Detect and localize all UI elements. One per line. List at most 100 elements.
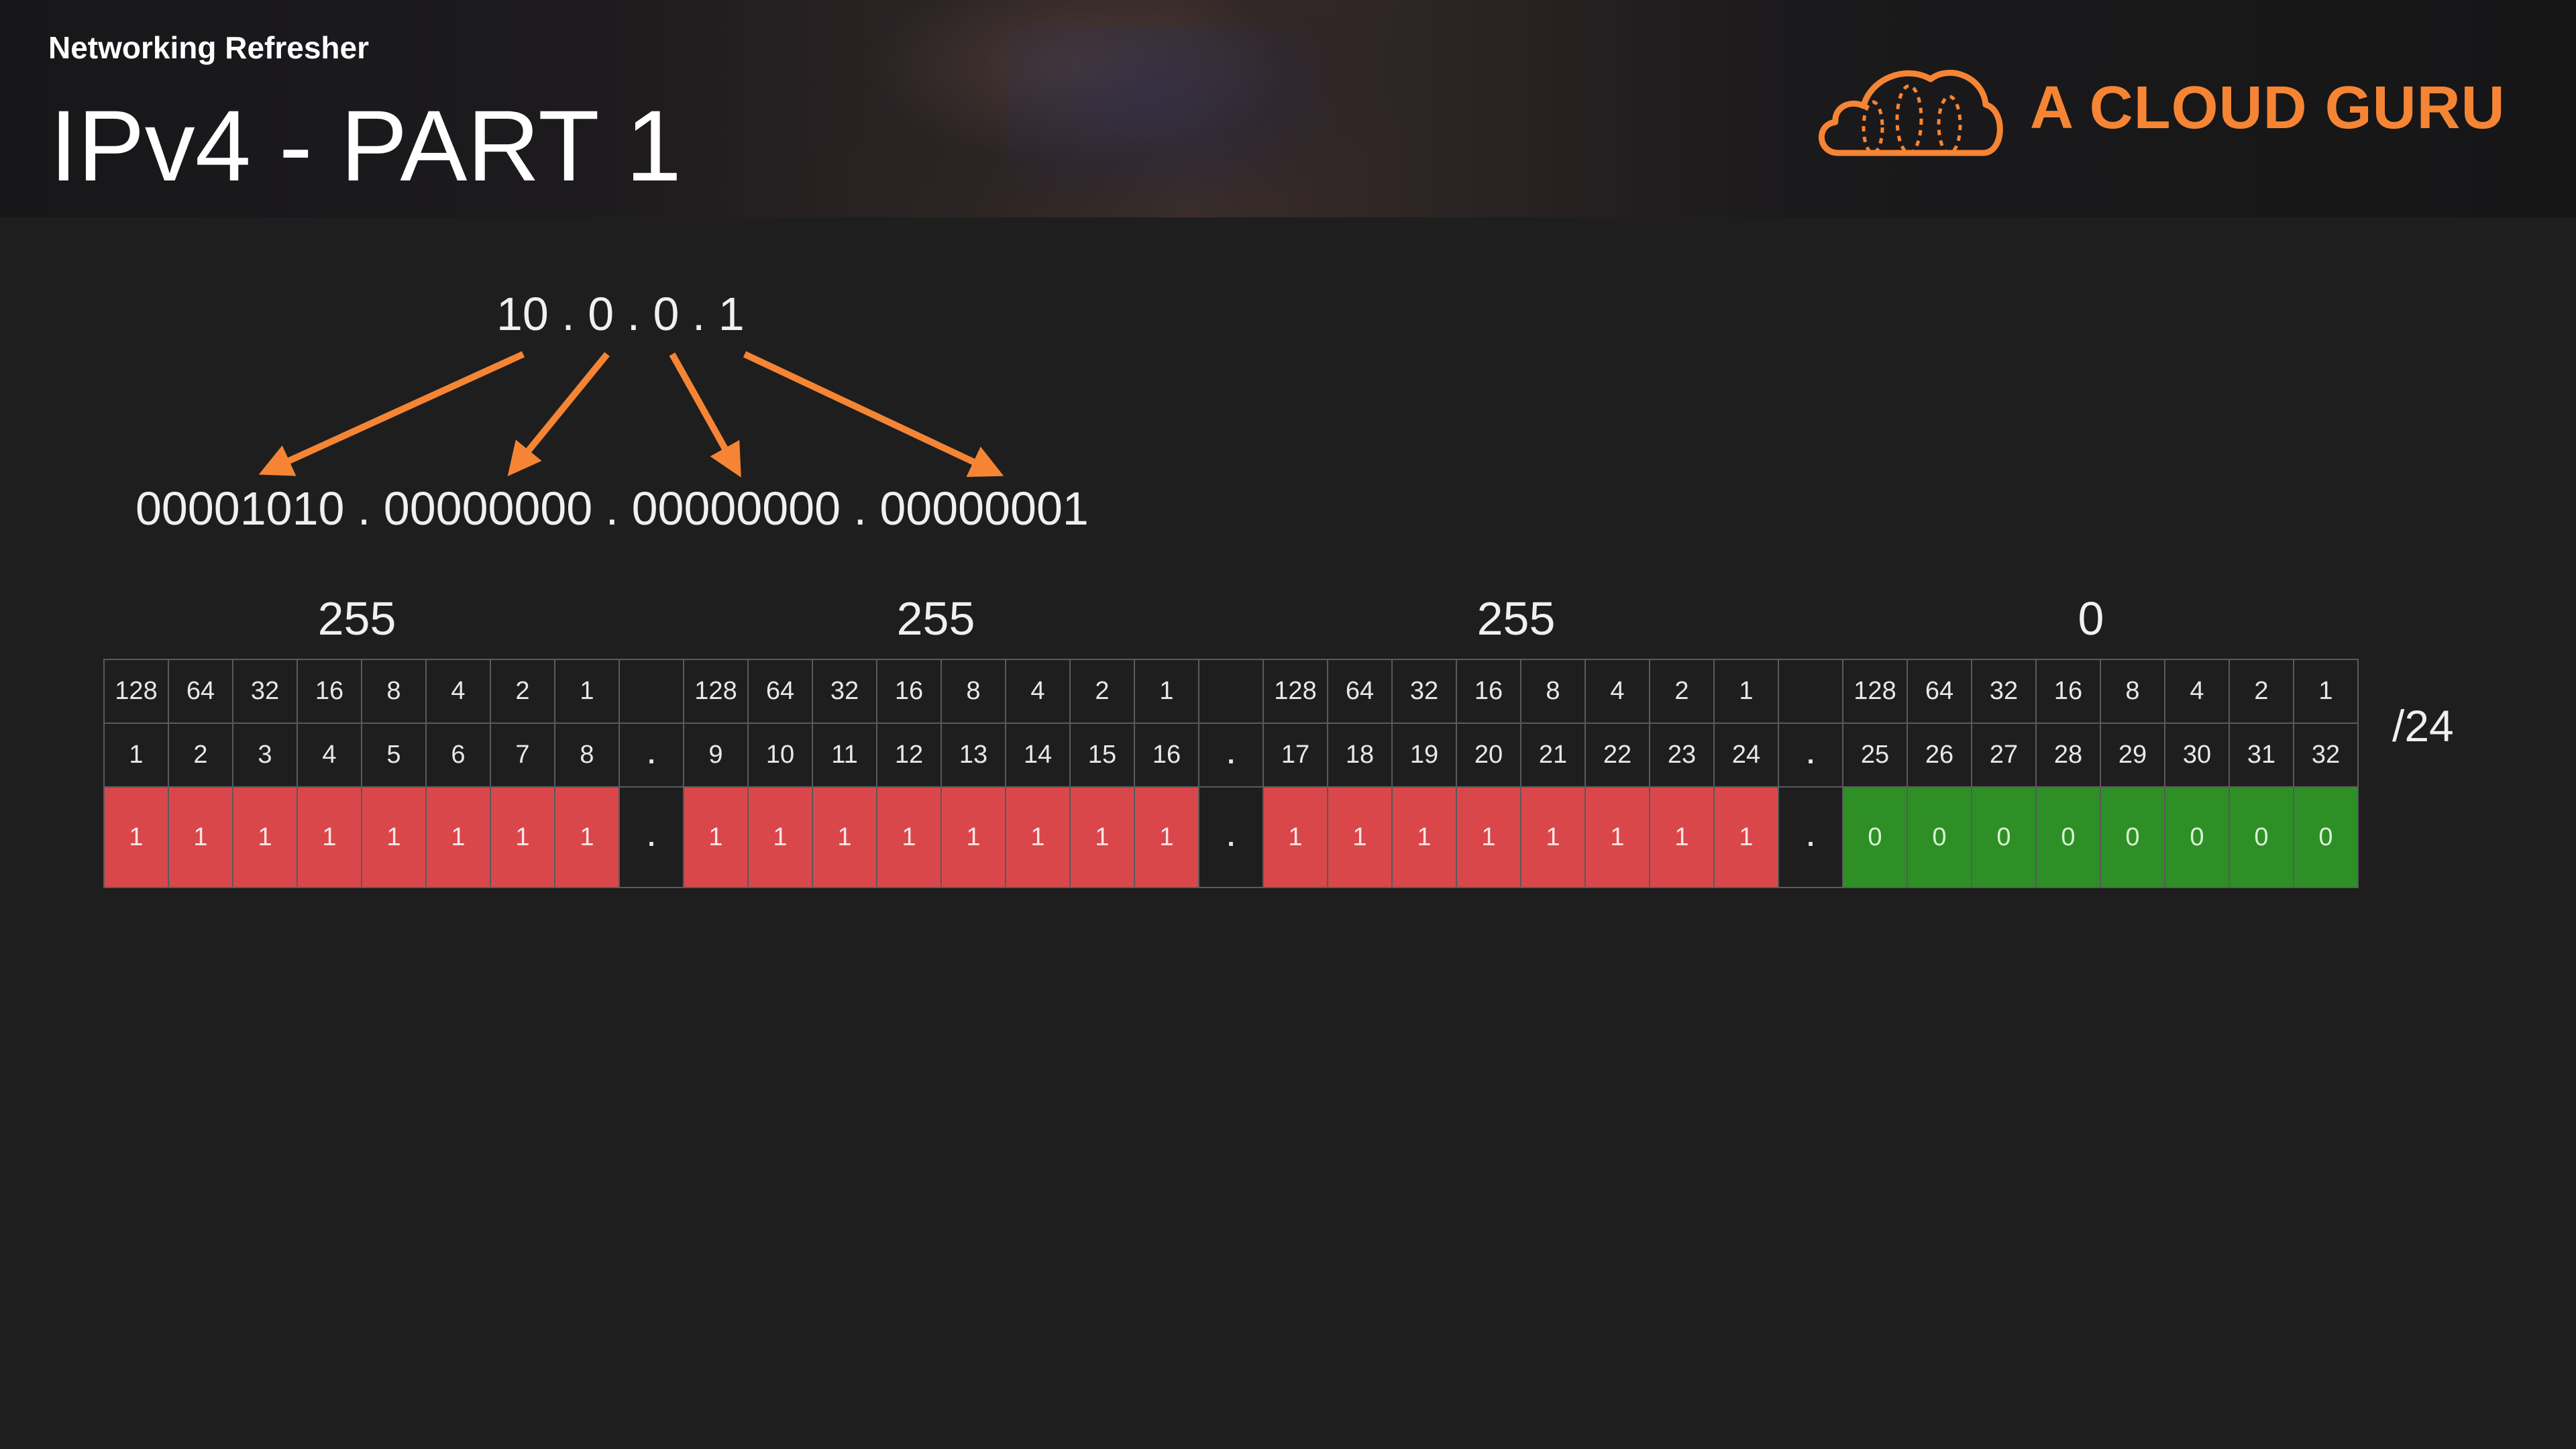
place-value-cell: 1 bbox=[554, 659, 620, 724]
network-bit-cell: 1 bbox=[1069, 786, 1135, 888]
place-value-cell: 128 bbox=[683, 659, 749, 724]
network-bit-cell: 1 bbox=[812, 786, 877, 888]
bit-position-cell: 19 bbox=[1391, 722, 1457, 788]
brand-wordmark: A CLOUD GURU bbox=[2030, 74, 2506, 142]
place-value-cell: 32 bbox=[1971, 659, 2037, 724]
place-value-cell: 1 bbox=[2293, 659, 2359, 724]
network-bit-cell: 1 bbox=[876, 786, 942, 888]
place-value-cell: 64 bbox=[1327, 659, 1393, 724]
place-value-cell: 32 bbox=[1391, 659, 1457, 724]
separator-cell: . bbox=[1778, 722, 1843, 788]
network-bit-cell: 1 bbox=[941, 786, 1006, 888]
bit-position-cell: 17 bbox=[1263, 722, 1328, 788]
octet-label-3: 255 bbox=[1477, 592, 1556, 645]
conversion-arrows bbox=[258, 351, 1004, 478]
place-value-cell: 8 bbox=[941, 659, 1006, 724]
brand-logo: A CLOUD GURU bbox=[1811, 52, 2536, 173]
host-bit-cell: 0 bbox=[2164, 786, 2230, 888]
octet-label-1: 255 bbox=[317, 592, 396, 645]
bit-position-cell: 27 bbox=[1971, 722, 2037, 788]
network-bit-cell: 1 bbox=[683, 786, 749, 888]
network-bit-cell: 1 bbox=[1391, 786, 1457, 888]
separator-cell: . bbox=[1778, 786, 1843, 888]
host-bit-cell: 0 bbox=[2035, 786, 2101, 888]
place-value-cell: 2 bbox=[2229, 659, 2294, 724]
bit-position-cell: 3 bbox=[232, 722, 298, 788]
place-value-cell: 128 bbox=[103, 659, 169, 724]
network-bit-cell: 1 bbox=[361, 786, 427, 888]
bit-position-cell: 1 bbox=[103, 722, 169, 788]
place-value-cell: 16 bbox=[1456, 659, 1521, 724]
ip-decimal: 10 . 0 . 0 . 1 bbox=[496, 288, 745, 340]
bit-position-cell: 26 bbox=[1907, 722, 1972, 788]
bit-position-cell: 16 bbox=[1134, 722, 1199, 788]
place-value-cell: 32 bbox=[812, 659, 877, 724]
host-bit-cell: 0 bbox=[2100, 786, 2165, 888]
place-value-cell: 32 bbox=[232, 659, 298, 724]
separator-cell: . bbox=[619, 786, 684, 888]
bit-position-cell: 21 bbox=[1520, 722, 1586, 788]
bit-position-cell: 9 bbox=[683, 722, 749, 788]
cloud-icon bbox=[1818, 70, 2003, 156]
place-value-cell: 16 bbox=[876, 659, 942, 724]
place-value-cell: 8 bbox=[2100, 659, 2165, 724]
bit-position-cell: 11 bbox=[812, 722, 877, 788]
network-bit-cell: 1 bbox=[1327, 786, 1393, 888]
bit-position-cell: 13 bbox=[941, 722, 1006, 788]
network-bit-cell: 1 bbox=[103, 786, 169, 888]
bit-position-cell: 5 bbox=[361, 722, 427, 788]
bit-position-cell: 28 bbox=[2035, 722, 2101, 788]
bit-position-cell: 8 bbox=[554, 722, 620, 788]
header-banner: Networking Refresher IPv4 - PART 1 A CLO… bbox=[0, 0, 2576, 217]
bit-position-cell: 7 bbox=[490, 722, 555, 788]
network-bit-cell: 1 bbox=[1456, 786, 1521, 888]
bit-position-cell: 25 bbox=[1842, 722, 1908, 788]
octet-label-2: 255 bbox=[896, 592, 975, 645]
place-value-cell: 4 bbox=[1005, 659, 1071, 724]
place-value-cell: 16 bbox=[297, 659, 362, 724]
octet-label-4: 0 bbox=[2078, 592, 2104, 645]
bit-position-cell: 18 bbox=[1327, 722, 1393, 788]
network-bit-cell: 1 bbox=[168, 786, 233, 888]
place-value-cell: 64 bbox=[1907, 659, 1972, 724]
bit-position-cell: 10 bbox=[747, 722, 813, 788]
bit-position-cell: 31 bbox=[2229, 722, 2294, 788]
place-value-cell: 64 bbox=[168, 659, 233, 724]
place-value-cell: 4 bbox=[2164, 659, 2230, 724]
bit-position-cell: 23 bbox=[1649, 722, 1715, 788]
bit-position-cell: 15 bbox=[1069, 722, 1135, 788]
bit-position-cell: 12 bbox=[876, 722, 942, 788]
host-bit-cell: 0 bbox=[1907, 786, 1972, 888]
bit-position-cell: 30 bbox=[2164, 722, 2230, 788]
bit-position-cell: 32 bbox=[2293, 722, 2359, 788]
place-value-cell: 128 bbox=[1842, 659, 1908, 724]
course-subtitle: Networking Refresher bbox=[48, 30, 370, 65]
host-bit-cell: 0 bbox=[2229, 786, 2294, 888]
network-bit-cell: 1 bbox=[1005, 786, 1071, 888]
place-value-cell: 2 bbox=[1069, 659, 1135, 724]
bit-position-cell: 14 bbox=[1005, 722, 1071, 788]
network-bit-cell: 1 bbox=[554, 786, 620, 888]
network-bit-cell: 1 bbox=[1134, 786, 1199, 888]
place-value-cell: 2 bbox=[1649, 659, 1715, 724]
network-bit-cell: 1 bbox=[747, 786, 813, 888]
network-bit-cell: 1 bbox=[232, 786, 298, 888]
separator-cell: . bbox=[1198, 786, 1264, 888]
bit-position-cell: 2 bbox=[168, 722, 233, 788]
separator-cell: . bbox=[619, 722, 684, 788]
bit-position-cell: 24 bbox=[1713, 722, 1779, 788]
bit-position-cell: 29 bbox=[2100, 722, 2165, 788]
slide-title: IPv4 - PART 1 bbox=[50, 89, 682, 202]
presenter-video-backdrop bbox=[805, 0, 1409, 217]
place-value-cell: 2 bbox=[490, 659, 555, 724]
arrow-octet-2 bbox=[507, 352, 610, 476]
network-bit-cell: 1 bbox=[425, 786, 491, 888]
arrow-octet-1 bbox=[258, 351, 525, 476]
place-value-cell: 8 bbox=[361, 659, 427, 724]
place-value-cell: 8 bbox=[1520, 659, 1586, 724]
separator-cell bbox=[619, 659, 684, 724]
